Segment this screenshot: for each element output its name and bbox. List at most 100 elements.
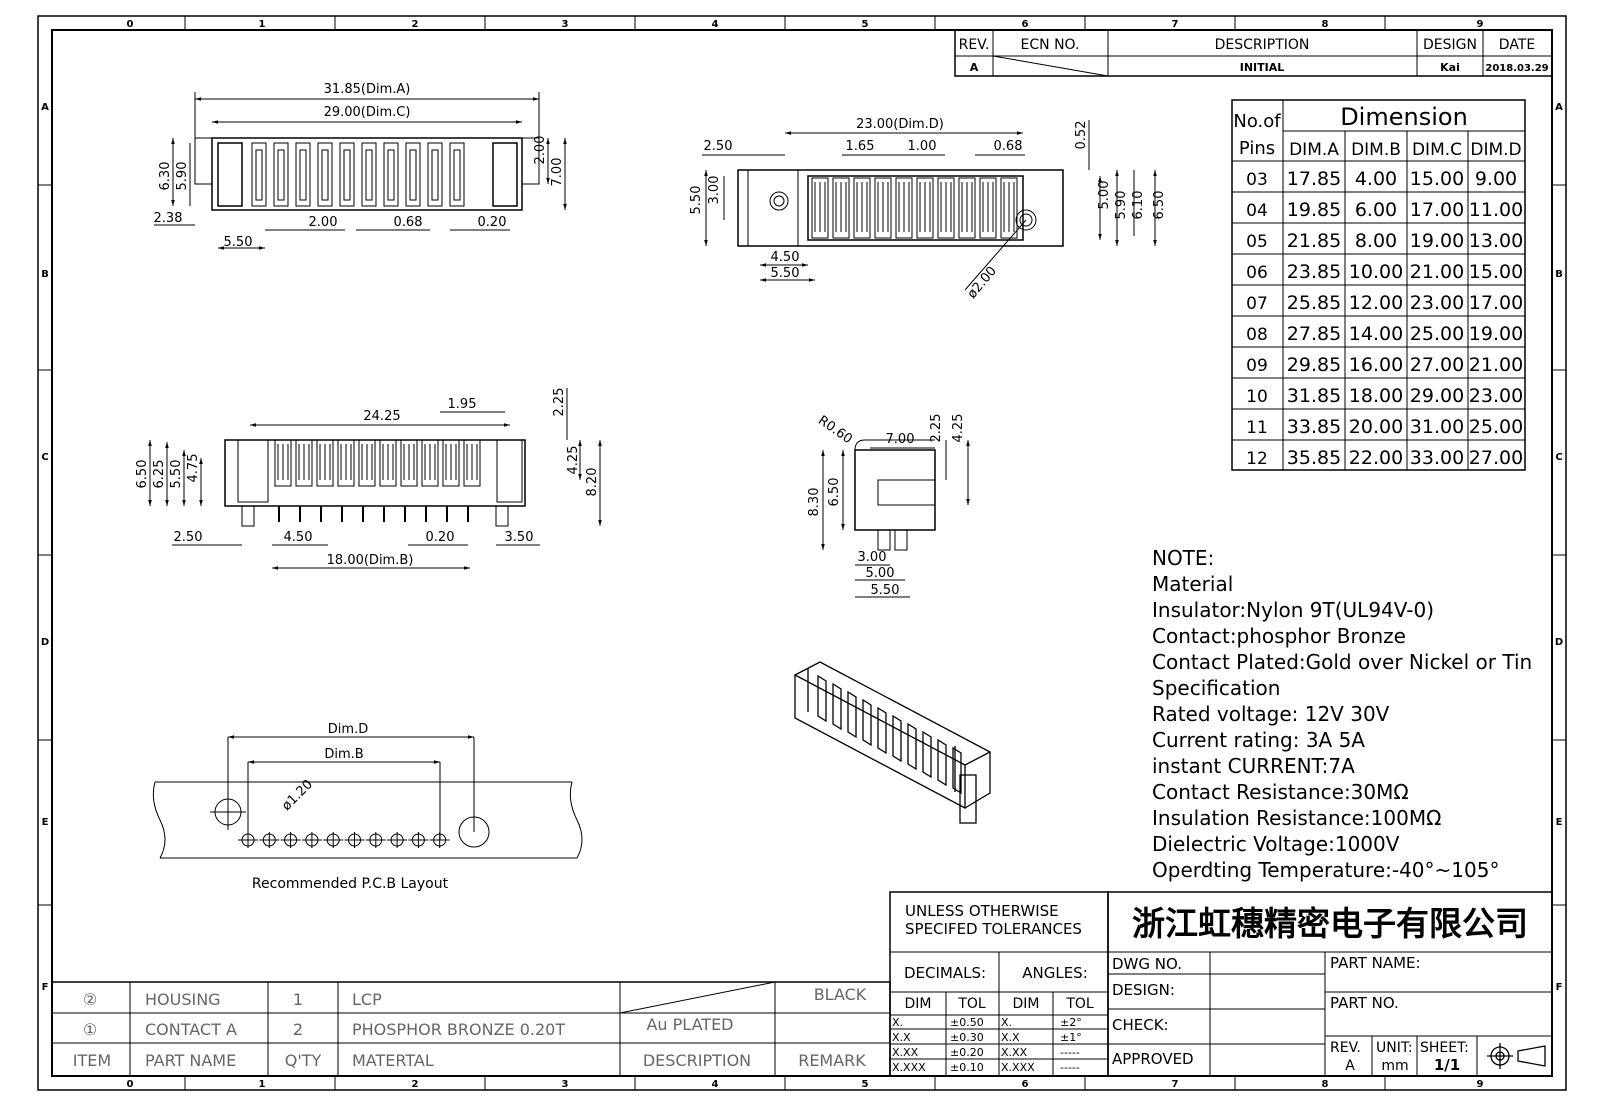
dim-label: 7.00 xyxy=(550,158,565,187)
table-cell: 20.00 xyxy=(1349,416,1403,438)
bom-name: HOUSING xyxy=(145,990,221,1009)
dim-label: 4.50 xyxy=(771,250,800,265)
col-label: 5 xyxy=(862,19,869,30)
contact-slot xyxy=(449,142,465,207)
table-cell: 08 xyxy=(1246,325,1268,345)
contact-slot xyxy=(937,177,955,239)
table-cell: 25.85 xyxy=(1287,292,1341,314)
unit-value: mm xyxy=(1381,1058,1408,1074)
table-head: No.of xyxy=(1233,111,1281,132)
col-label: 6 xyxy=(1022,19,1029,30)
dim-label: 6.10 xyxy=(1131,191,1146,220)
table-cell: 25.00 xyxy=(1469,416,1523,438)
contact-slot xyxy=(358,439,376,487)
tol-cell: ----- xyxy=(1060,1046,1080,1059)
bom-header: Q'TY xyxy=(285,1051,322,1070)
col-label: 6 xyxy=(1022,1079,1029,1090)
date-header: DATE xyxy=(1499,37,1535,53)
row-label: B xyxy=(1555,269,1563,280)
dim-label: 4.25 xyxy=(566,446,581,475)
date-value: 2018.03.29 xyxy=(1485,63,1548,74)
dim-label: 7.00 xyxy=(886,432,915,447)
bom-header: REMARK xyxy=(798,1051,866,1070)
table-cell: 19.00 xyxy=(1469,323,1523,345)
dim-label: 0.52 xyxy=(1074,121,1089,150)
note-line: Material xyxy=(1152,572,1233,596)
table-cell: 10 xyxy=(1246,387,1268,407)
table-cell: 17.00 xyxy=(1410,199,1464,221)
dim-label: 6.50 xyxy=(135,460,150,489)
note-line: Insulation Resistance:100MΩ xyxy=(1152,806,1441,830)
rev-label: REV. xyxy=(1330,1040,1361,1056)
contact-slot xyxy=(316,439,334,487)
tol-cell: X.XXX xyxy=(1001,1061,1035,1074)
pcb-layout: Dim.D Dim.B ø1.20 Recommended P.C.B Layo… xyxy=(152,722,583,892)
contact-slot xyxy=(400,439,418,487)
dim-label: 6.50 xyxy=(1152,191,1167,220)
table-cell: 04 xyxy=(1246,201,1268,221)
dim-label: 5.90 xyxy=(175,162,190,191)
col-label: 2 xyxy=(412,19,419,30)
dim-label: 3.00 xyxy=(707,176,722,205)
dim-label: 4.75 xyxy=(186,454,201,483)
col-label: 7 xyxy=(1172,19,1179,30)
dim-label: 3.50 xyxy=(505,530,534,545)
dim-label: 31.85(Dim.A) xyxy=(324,82,411,97)
col-label: 0 xyxy=(127,19,134,30)
dim-label: 2.00 xyxy=(309,215,338,230)
contact-slot xyxy=(847,690,857,739)
table-cell: 15.00 xyxy=(1469,261,1523,283)
dim-label: ø1.20 xyxy=(279,777,316,814)
contact-slot xyxy=(405,142,421,207)
dim-label: 5.50 xyxy=(771,266,800,281)
tol-angles: ANGLES: xyxy=(1022,964,1088,982)
rev-header: REV. xyxy=(959,37,990,53)
col-label: 4 xyxy=(712,19,719,30)
note-line: Insulator:Nylon 9T(UL94V-0) xyxy=(1152,598,1434,622)
dim-label: 5.50 xyxy=(871,583,900,598)
pcb-caption: Recommended P.C.B Layout xyxy=(252,876,449,892)
table-cell: 27.85 xyxy=(1287,323,1341,345)
tol-cell: ±0.20 xyxy=(950,1046,984,1059)
dim-label: 18.00(Dim.B) xyxy=(327,553,414,568)
contact-slot xyxy=(295,142,311,207)
contact-slot xyxy=(853,177,871,239)
bom-header: PART NAME xyxy=(145,1051,236,1070)
dim-label: 29.00(Dim.C) xyxy=(324,105,411,120)
tol-cell: X.X xyxy=(1001,1031,1020,1044)
contact-slot xyxy=(832,682,842,731)
dim-label: 5.50 xyxy=(224,235,253,250)
contact-slot xyxy=(273,142,289,207)
row-label: B xyxy=(41,269,49,280)
bom-qty: 2 xyxy=(293,1020,303,1039)
contact-slot xyxy=(922,730,932,779)
tol-cell: ±2° xyxy=(1060,1016,1082,1029)
dim-label: 2.38 xyxy=(154,211,183,226)
dim-label: 1.00 xyxy=(908,139,937,154)
rev-value: A xyxy=(1345,1058,1355,1074)
dim-label: 0.20 xyxy=(478,215,507,230)
dim-label: 5.90 xyxy=(1114,191,1129,220)
table-cell: 31.00 xyxy=(1410,416,1464,438)
row-label: C xyxy=(1555,452,1562,463)
table-cell: 11 xyxy=(1246,418,1268,438)
company-name: 浙江虹穗精密电子有限公司 xyxy=(1132,904,1528,943)
tol-head: DIM xyxy=(1013,996,1040,1012)
contact-slot xyxy=(251,142,267,207)
dim-label: 5.00 xyxy=(1097,181,1112,210)
contact-slot xyxy=(958,177,976,239)
table-cell: 23.85 xyxy=(1287,261,1341,283)
contact-slot xyxy=(317,142,333,207)
tol-cell: ±0.10 xyxy=(950,1061,984,1074)
contact-slot xyxy=(379,439,397,487)
part-name-label: PART NAME: xyxy=(1330,954,1421,972)
dim-label: 5.50 xyxy=(169,460,184,489)
dim-label: 5.50 xyxy=(689,186,704,215)
note-line: Contact:phosphor Bronze xyxy=(1152,624,1406,648)
row-label: E xyxy=(42,817,49,828)
side-view: 23.00(Dim.D) 2.50 1.65 1.00 0.68 0.52 5.… xyxy=(689,117,1167,302)
col-label: 0 xyxy=(127,1079,134,1090)
rev-value: A xyxy=(970,61,979,74)
